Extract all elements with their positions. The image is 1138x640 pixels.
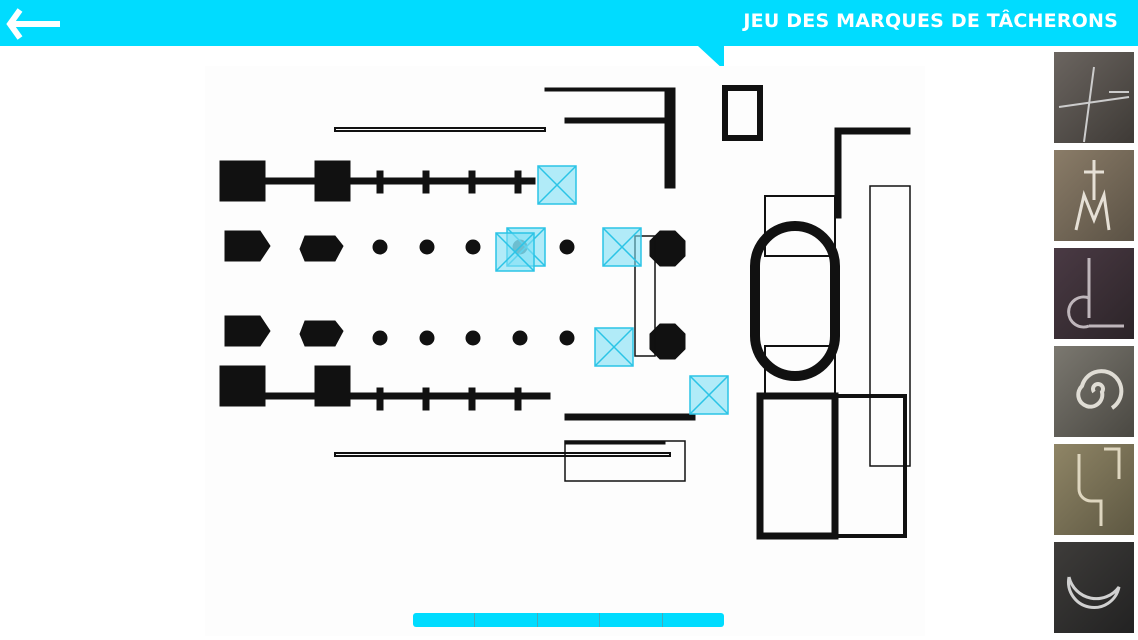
mark-thumbnails bbox=[1054, 52, 1134, 640]
mark-location-marker[interactable] bbox=[537, 165, 577, 205]
progress-segment bbox=[663, 613, 724, 627]
arrow-left-icon[interactable] bbox=[6, 8, 62, 40]
progress-segment bbox=[413, 613, 476, 627]
thumbnail-mark-spiral[interactable] bbox=[1054, 346, 1134, 437]
mark-location-marker[interactable] bbox=[495, 232, 535, 272]
progress-bar bbox=[413, 613, 724, 627]
cathedral-floor-plan bbox=[205, 66, 925, 636]
header-bar: JEU DES MARQUES DE TÂCHERONS bbox=[0, 0, 1138, 46]
progress-segment bbox=[475, 613, 538, 627]
thumbnail-mark-hook[interactable] bbox=[1054, 444, 1134, 535]
thumbnail-mark-crescent[interactable] bbox=[1054, 542, 1134, 633]
progress-segment bbox=[600, 613, 663, 627]
progress-segment bbox=[538, 613, 601, 627]
page-title: JEU DES MARQUES DE TÂCHERONS bbox=[743, 10, 1118, 32]
thumbnail-mark-line-angle[interactable] bbox=[1054, 52, 1134, 143]
mark-location-marker[interactable] bbox=[602, 227, 642, 267]
thumbnail-mark-d-loop[interactable] bbox=[1054, 248, 1134, 339]
mark-location-marker[interactable] bbox=[689, 375, 729, 415]
thumbnail-mark-cross-m[interactable] bbox=[1054, 150, 1134, 241]
mark-location-marker[interactable] bbox=[594, 327, 634, 367]
